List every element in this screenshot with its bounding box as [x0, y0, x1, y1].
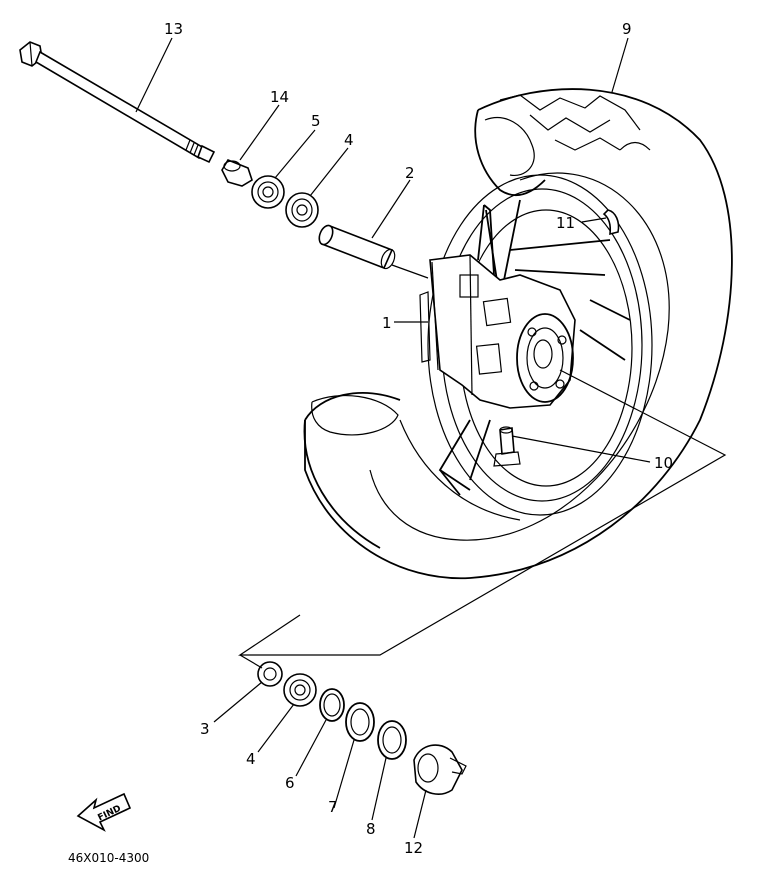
callout-4-upper: 4 — [344, 131, 354, 149]
callout-13: 13 — [164, 20, 183, 38]
collar — [221, 159, 253, 187]
air-valve — [493, 426, 521, 467]
o-ring — [377, 720, 407, 760]
callout-9: 9 — [622, 20, 632, 38]
wheel-axle — [19, 41, 216, 164]
bearing-lower — [283, 673, 317, 707]
callout-11: 11 — [556, 214, 575, 232]
callout-labels: 13 14 5 4 2 9 11 1 10 3 4 6 7 8 12 — [164, 20, 673, 857]
plain-washer — [345, 702, 375, 742]
find-arrow-icon: FIND — [76, 792, 132, 832]
callout-12: 12 — [404, 839, 423, 857]
speedometer-gear-unit — [413, 744, 467, 795]
callout-6: 6 — [285, 774, 295, 792]
callout-2: 2 — [405, 164, 415, 182]
oil-seal-upper — [251, 175, 285, 209]
callout-8: 8 — [366, 820, 376, 838]
diagram-code: 46X010-4300 — [68, 851, 149, 865]
callout-4-lower: 4 — [246, 750, 256, 768]
leader-lines — [135, 37, 651, 839]
callout-3: 3 — [200, 720, 210, 738]
callout-10: 10 — [654, 454, 673, 472]
assembly-lines — [238, 264, 727, 669]
circlip — [319, 688, 345, 722]
spacer — [318, 224, 396, 270]
bearing-upper — [285, 192, 319, 228]
balance-weight — [602, 209, 620, 236]
callout-14: 14 — [270, 88, 289, 106]
wheel-hub — [419, 204, 576, 409]
callout-7: 7 — [328, 798, 338, 816]
tire — [303, 88, 733, 580]
callout-5: 5 — [311, 112, 321, 130]
oil-seal-lower — [257, 661, 283, 687]
callout-1: 1 — [382, 314, 392, 332]
